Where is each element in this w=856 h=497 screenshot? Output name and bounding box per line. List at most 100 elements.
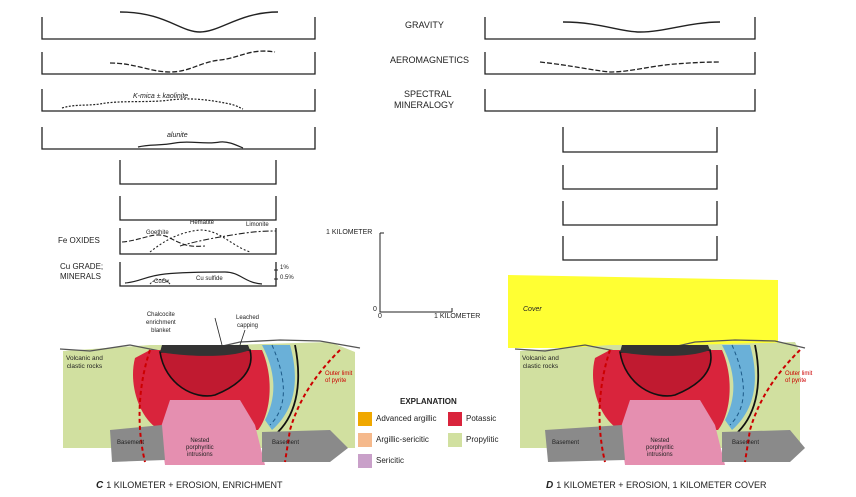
label-nested-c: Nested porphyritic intrusions <box>186 438 214 459</box>
alunite-curve <box>137 141 244 149</box>
caption-c-text: 1 KILOMETER + EROSION, ENRICHMENT <box>106 480 283 490</box>
scale-horizontal-label: 1 KILOMETER <box>434 313 481 320</box>
label-mineralogy: MINERALOGY <box>394 100 455 110</box>
label-basement-d-right: Basement <box>732 440 760 446</box>
label-basement-c-left: Basement <box>117 440 145 446</box>
volcanic-d-line-2: clastic rocks <box>522 363 559 370</box>
label-cu-sulfide: Cu sulfide <box>196 276 223 282</box>
left-profile-boxes <box>41 17 316 287</box>
caption-d-text: 1 KILOMETER + EROSION, 1 KILOMETER COVER <box>556 480 767 490</box>
aeromag-curve-left <box>109 50 276 73</box>
gravity-box-left <box>41 17 316 40</box>
label-spectral: SPECTRAL <box>404 89 452 99</box>
fe-oxides-box <box>119 228 277 255</box>
chalcocite-line-1: Chalcocite <box>146 312 175 318</box>
box-empty-2 <box>119 196 277 221</box>
label-goethite: Goethite <box>146 230 169 236</box>
hematite-curve <box>149 229 251 253</box>
cu-sulfide-curve <box>124 271 263 285</box>
volcanic-c-line-1: Volcanic and <box>66 355 103 362</box>
nested-d-line-1: Nested <box>650 438 670 444</box>
leached-line-1: Leached <box>236 315 260 321</box>
label-pct-05: 0.5% <box>280 275 294 281</box>
legend-argillic-sericitic: Argillic-sericitic <box>376 435 429 444</box>
swatch-potassic <box>448 412 462 426</box>
label-nested-d: Nested porphyritic intrusions <box>646 438 674 459</box>
alunite-box <box>41 127 316 150</box>
scale-zero-x: 0 <box>378 313 382 320</box>
spectral-box-right <box>484 89 756 112</box>
label-alunite: alunite <box>167 132 188 139</box>
label-hematite: Hematite <box>190 220 215 226</box>
chalcocite-line-3: blanket <box>151 328 171 334</box>
label-fe-oxides: Fe OXIDES <box>58 236 100 245</box>
leached-line-2: capping <box>237 323 259 329</box>
legend-sericitic: Sericitic <box>376 456 405 465</box>
spectral-box-left <box>41 89 316 112</box>
volcanic-c-line-2: clastic rocks <box>66 363 103 370</box>
gravity-curve-left <box>119 11 279 33</box>
caption-d-letter: D <box>546 480 554 491</box>
limonite-curve <box>179 230 277 247</box>
swatch-advanced-argillic <box>358 412 372 426</box>
nested-c-line-1: Nested <box>190 438 210 444</box>
label-cuox: CuOx <box>154 279 170 285</box>
volcanic-d-line-1: Volcanic and <box>522 355 559 362</box>
label-basement-d-left: Basement <box>552 440 580 446</box>
right-box-2 <box>562 165 718 190</box>
cu-scale-ticks <box>274 269 278 280</box>
gravity-box-right <box>484 17 756 40</box>
label-aeromagnetics: AEROMAGNETICS <box>390 55 470 65</box>
caption-c-letter: C <box>96 480 104 491</box>
label-limonite: Limonite <box>246 222 269 228</box>
scale-vertical-label: 1 KILOMETER <box>326 229 373 236</box>
swatch-sericitic <box>358 454 372 468</box>
nested-d-line-2: porphyritic <box>646 445 674 451</box>
outer-d-line-1: Outer limit <box>785 371 813 377</box>
kmica-curve <box>61 98 244 110</box>
explanation-title: EXPLANATION <box>400 397 457 406</box>
swatch-propylitic <box>448 433 462 447</box>
right-box-3 <box>562 201 718 226</box>
legend-potassic: Potassic <box>466 414 497 423</box>
chalcocite-line-2: enrichment <box>146 320 176 326</box>
scale-zero: 0 <box>373 306 377 313</box>
right-box-4 <box>562 236 718 261</box>
box-empty-1 <box>119 160 277 185</box>
right-profile-boxes <box>484 17 756 261</box>
label-cu-grade: Cu GRADE; <box>60 262 104 271</box>
label-cover: Cover <box>523 306 542 313</box>
scale-axes <box>379 233 452 313</box>
cross-section-c <box>59 317 361 465</box>
aeromag-box-left <box>41 52 316 75</box>
nested-c-line-3: intrusions <box>187 452 213 458</box>
gravity-curve-right <box>562 21 721 33</box>
outer-c-line-1: Outer limit <box>325 371 353 377</box>
cover-layer <box>508 275 778 348</box>
outer-d-line-2: of pyrite <box>785 378 807 384</box>
right-box-1 <box>562 127 718 153</box>
swatch-argillic-sericitic <box>358 433 372 447</box>
cross-section-d <box>508 275 806 465</box>
label-basement-c-right: Basement <box>272 440 300 446</box>
cuox-curve <box>149 279 171 285</box>
goethite-curve <box>121 234 206 247</box>
legend-advanced-argillic: Advanced argillic <box>376 414 437 423</box>
aeromag-box-right <box>484 52 756 75</box>
label-pct-1: 1% <box>280 265 289 271</box>
aeromag-curve-right <box>539 61 721 73</box>
legend-propylitic: Propylitic <box>466 435 499 444</box>
label-leached: Leached capping <box>236 314 259 330</box>
nested-c-line-2: porphyritic <box>186 445 214 451</box>
label-volcanic-c: Volcanic and clastic rocks <box>66 355 103 371</box>
scale-ticks <box>380 232 453 312</box>
nested-d-line-3: intrusions <box>647 452 673 458</box>
label-gravity: GRAVITY <box>405 20 444 30</box>
label-minerals: MINERALS <box>60 272 101 281</box>
label-outer-pyrite-d: Outer limit of pyrite <box>785 371 812 385</box>
label-chalcocite: Chalcocite enrichment blanket <box>146 311 176 335</box>
outer-c-line-2: of pyrite <box>325 378 347 384</box>
